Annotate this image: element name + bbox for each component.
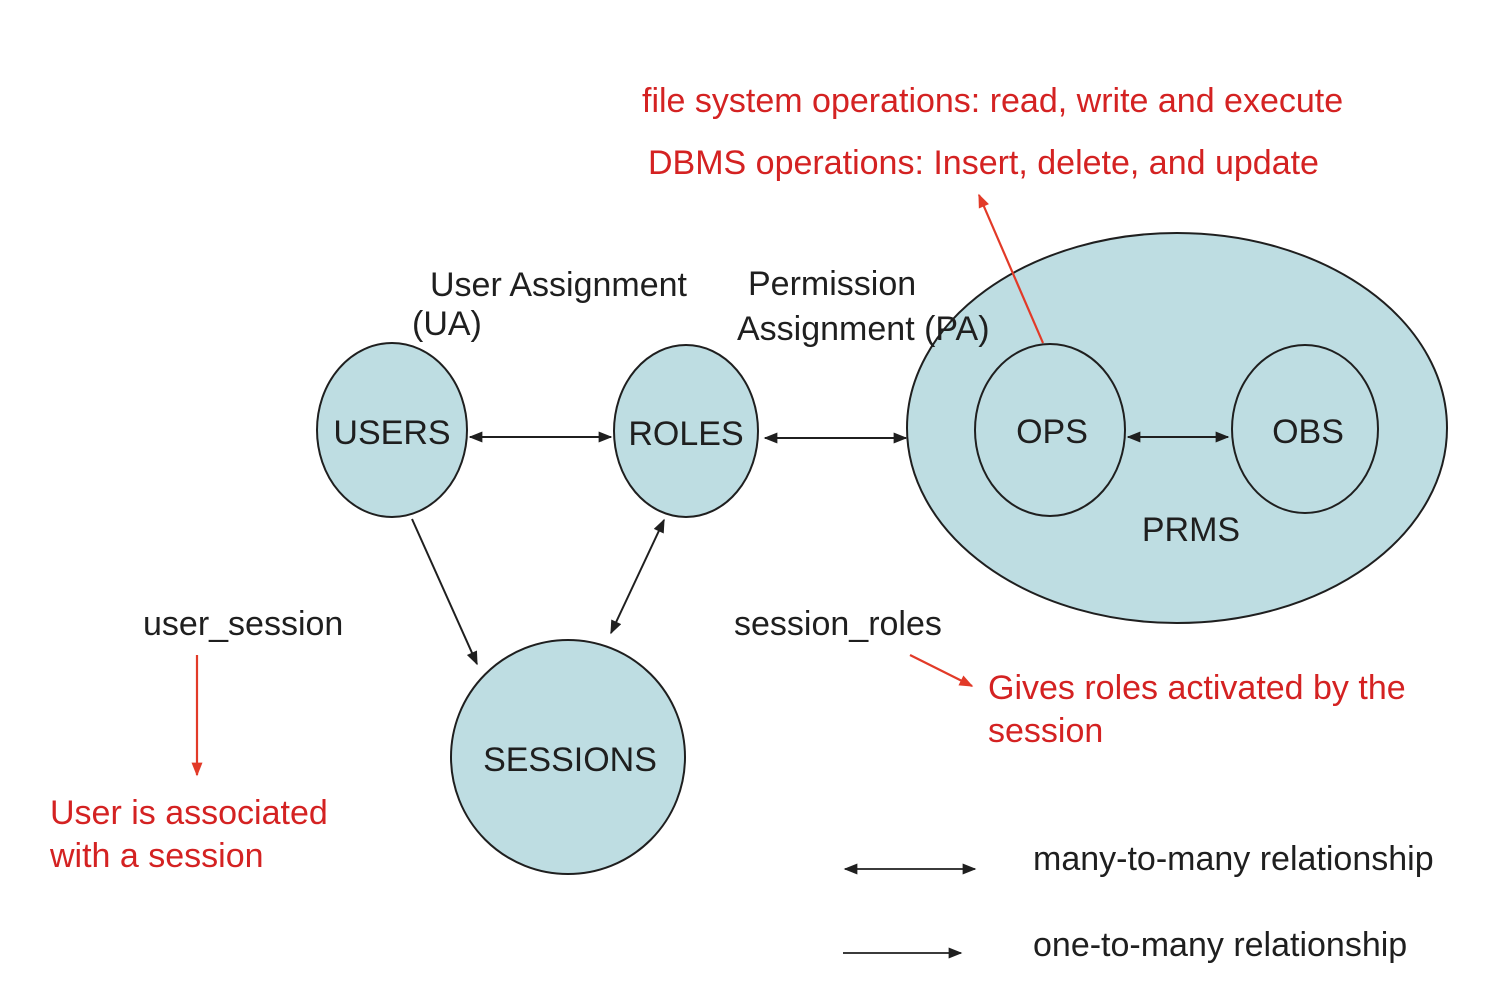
edge-users-sessions [411,518,478,666]
label-permission-assignment: Permission [748,265,917,303]
users-node [316,342,468,518]
roles-node [613,344,759,518]
ops-note-arrow [977,193,1045,344]
obs-label: OBS [1272,412,1344,451]
session-roles-note-line1: Gives roles activated by the [988,669,1406,707]
prms-node [906,232,1448,624]
label-permission-assignment-abbr: Assignment (PA) [737,310,990,348]
ops-note-line2: DBMS operations: Insert, delete, and upd… [648,144,1319,182]
sessions-label: SESSIONS [483,740,657,779]
user-session-note-line2: with a session [50,837,264,875]
legend-many-to-many-label: many-to-many relationship [1033,840,1434,878]
session-roles-note-arrow [909,654,974,687]
prms-label: PRMS [1141,510,1241,549]
obs-node [1231,344,1379,514]
ops-node [974,343,1126,517]
roles-label: ROLES [628,414,744,453]
legend-one-to-many-label: one-to-many relationship [1033,926,1408,964]
users-label: USERS [333,413,451,452]
sessions-node [450,639,686,875]
label-user-session: user_session [143,605,344,643]
user-session-note-line1: User is associated [50,794,328,832]
ops-note-line1: file system operations: read, write and … [642,82,1344,120]
label-user-assignment-abbr: (UA) [412,305,482,343]
ops-label: OPS [1016,412,1088,451]
label-user-assignment: User Assignment [430,266,687,304]
label-session-roles: session_roles [734,605,942,643]
edge-roles-sessions [610,518,665,635]
session-roles-note-line2: session [988,712,1104,750]
